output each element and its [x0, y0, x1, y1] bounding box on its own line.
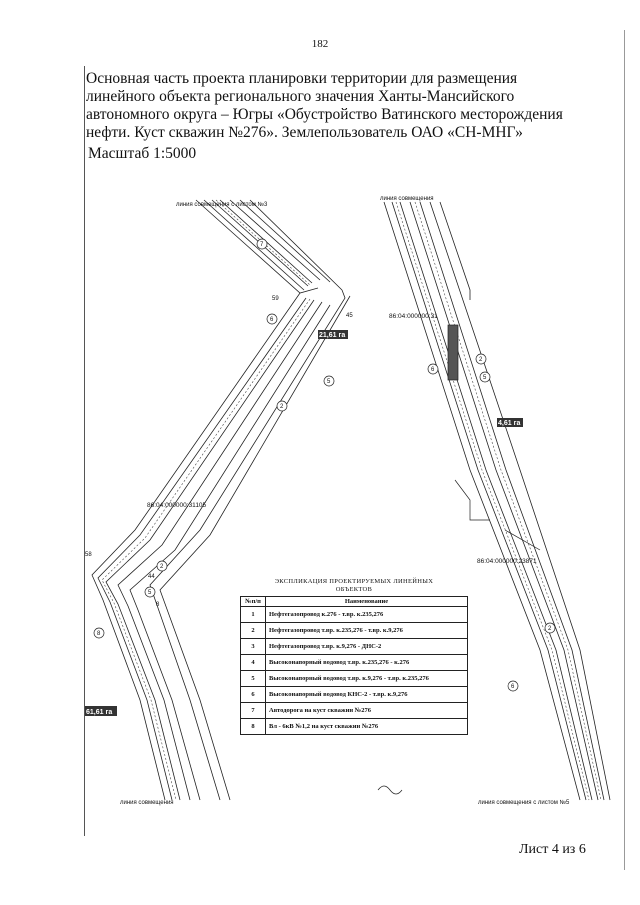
site-features: [377, 324, 541, 795]
legend-row-name: Высоконапорный водовод КНС-2 - т.вр. к.9…: [265, 686, 468, 703]
legend-row-name: Высоконапорный водовод т.вр. к.235,276 -…: [265, 654, 468, 671]
callout-5b: 5: [148, 590, 152, 596]
callout-2b: 2: [160, 564, 164, 570]
left-corridor-hatching: [101, 199, 311, 801]
legend-row-num: 5: [240, 670, 266, 687]
left-corridor: [91, 199, 351, 801]
area-label-2: 4,61 га: [498, 420, 520, 427]
legend-row-name: Высоконапорный водовод т.вр. к.9,276 - т…: [265, 670, 468, 687]
point-label-59: 59: [272, 296, 279, 302]
document-title: Основная часть проекта планировки террит…: [86, 70, 563, 141]
callout-2a: 2: [280, 404, 284, 410]
area-marker-3: [85, 706, 117, 716]
page-number: 182: [311, 38, 329, 50]
area-label-3: 61,61 га: [86, 709, 112, 716]
explication-legend: ЭКСПЛИКАЦИЯ ПРОЕКТИРУЕМЫХ ЛИНЕЙНЫХ ОБЪЕК…: [240, 578, 468, 735]
callout-6: 6: [270, 317, 274, 323]
left-border-line: [84, 66, 85, 836]
point-label-45: 45: [346, 313, 353, 319]
legend-row-name: Автодорога на куст скважин №276: [265, 702, 468, 719]
match-line-sheet3-label: линия совмещения с листом №3: [176, 201, 268, 208]
callout-r2: 2: [479, 357, 483, 363]
callout-8: 8: [97, 631, 101, 637]
legend-row-name: Нефтегазопровод т.вр. к.235,276 - т.вр. …: [265, 622, 468, 639]
callout-r6: 6: [431, 367, 435, 373]
callout-r5: 5: [483, 375, 487, 381]
area-label-1: 21,61 га: [319, 332, 345, 339]
legend-col-num: №п/п: [240, 596, 266, 607]
legend-row-num: 2: [240, 622, 266, 639]
legend-row-num: 1: [240, 606, 266, 623]
legend-row-name: Нефтегазопровод к.276 - т.вр. к.235,276: [265, 606, 468, 623]
callout-5a: 5: [327, 379, 331, 385]
legend-row-num: 4: [240, 654, 266, 671]
legend-header-row: №п/п Наименование: [240, 596, 468, 607]
area-marker-2: [497, 418, 523, 427]
point-label-8: 8: [156, 602, 160, 608]
right-border-line: [624, 30, 625, 870]
callout-7: 7: [260, 242, 264, 248]
match-line-sheet5-label: линия совмещения с листом №5: [478, 799, 570, 806]
callout-r6b: 6: [511, 684, 515, 690]
point-label-44: 44: [148, 574, 155, 580]
area-marker-1: [318, 330, 348, 339]
point-label-58: 58: [85, 552, 92, 558]
legend-row-num: 3: [240, 638, 266, 655]
callout-r2b: 2: [548, 626, 552, 632]
sheet-number: Лист 4 из 6: [519, 842, 586, 857]
match-line-top-right-label: линия совмещения: [380, 196, 434, 202]
legend-col-name: Наименование: [265, 596, 468, 607]
legend-row-num: 8: [240, 718, 266, 735]
legend-row-name: Нефтегазопровод т.вр. к.9,276 - ДНС-2: [265, 638, 468, 655]
legend-row-num: 6: [240, 686, 266, 703]
cadastral-number-1: 86:04:000000:31105: [147, 502, 207, 509]
legend-row-num: 7: [240, 702, 266, 719]
legend-title: ЭКСПЛИКАЦИЯ ПРОЕКТИРУЕМЫХ ЛИНЕЙНЫХ ОБЪЕК…: [274, 578, 434, 593]
cadastral-number-2: 86:04:000000:31: [389, 313, 438, 320]
legend-row-name: Вл - 6кВ №1,2 на куст скважин №276: [265, 718, 468, 735]
match-line-bottom-left-label: линия совмещения: [120, 800, 174, 806]
cadastral-number-3: 86:04:000000:23871: [477, 558, 537, 565]
scale-label: Масштаб 1:5000: [88, 145, 197, 162]
object-callouts: [93, 238, 556, 692]
